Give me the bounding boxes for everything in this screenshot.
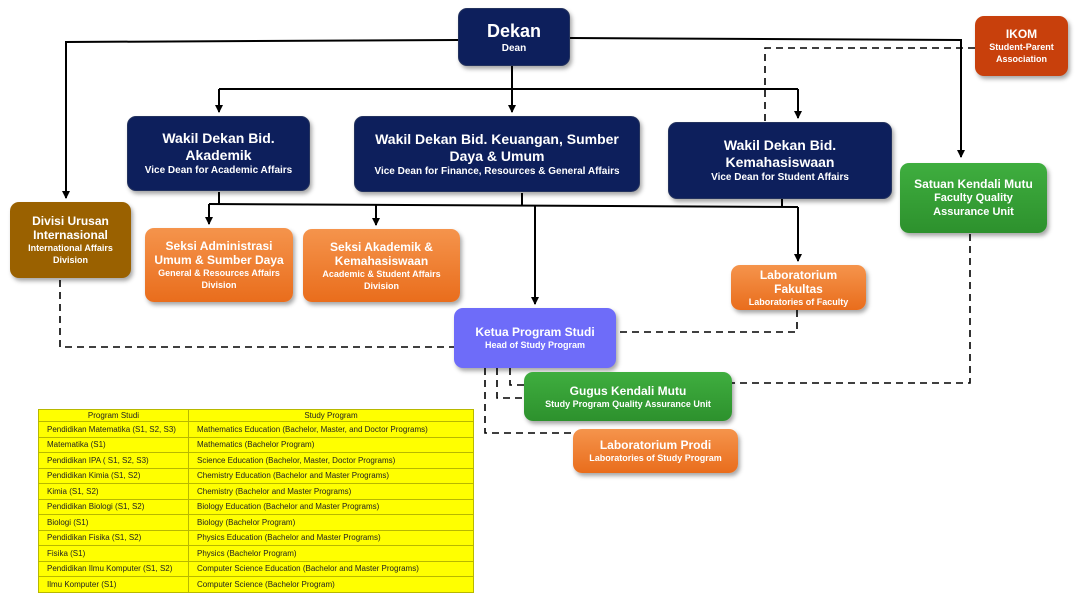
- admin-section-subtitle: General & Resources Affairs Division: [158, 268, 280, 290]
- table-row: Pendidikan Ilmu Komputer (S1, S2)Compute…: [38, 560, 474, 577]
- vice-dean-academic-subtitle: Vice Dean for Academic Affairs: [144, 165, 293, 176]
- table-cell: Pendidikan Matematika (S1, S2, S3): [38, 421, 189, 438]
- table-cell: Pendidikan Fisika (S1, S2): [38, 529, 189, 546]
- table-cell: Biology Education (Bachelor and Master P…: [188, 498, 474, 515]
- table-cell: Physics Education (Bachelor and Master P…: [188, 529, 474, 546]
- vice-dean-student-subtitle: Vice Dean for Student Affairs: [711, 172, 849, 183]
- quality-unit-box: Satuan Kendali Mutu Faculty Quality Assu…: [900, 163, 1047, 233]
- table-cell: Mathematics Education (Bachelor, Master,…: [188, 421, 474, 438]
- ikom-title: IKOM: [1005, 27, 1038, 41]
- quality-unit-title: Satuan Kendali Mutu: [914, 177, 1033, 191]
- dash-lab-head: [616, 310, 798, 333]
- admin-section-box: Seksi Administrasi Umum & Sumber Daya Ge…: [145, 228, 293, 302]
- table-cell: Computer Science Education (Bachelor and…: [188, 560, 474, 577]
- quality-unit-subtitle: Faculty Quality Assurance Unit: [933, 192, 1014, 218]
- table-row: Fisika (S1)Physics (Bachelor Program): [38, 545, 474, 562]
- table-row: Pendidikan Biologi (S1, S2)Biology Educa…: [38, 498, 474, 515]
- program-lab-title: Laboratorium Prodi: [599, 438, 712, 452]
- intl-division-box: Divisi Urusan Internasional Internationa…: [10, 202, 131, 278]
- table-row: Pendidikan IPA ( S1, S2, S3)Science Educ…: [38, 452, 474, 469]
- table-header-study-program: Study Program: [188, 409, 474, 422]
- line-sections-bus: [208, 203, 799, 208]
- intl-division-subtitle: International Affairs Division: [28, 243, 113, 265]
- table-cell: Pendidikan Ilmu Komputer (S1, S2): [38, 560, 189, 577]
- dash-ikom-student: [764, 47, 975, 122]
- program-quality-title: Gugus Kendali Mutu: [569, 383, 687, 398]
- table-cell: Biologi (S1): [38, 514, 189, 531]
- table-cell: Pendidikan Kimia (S1, S2): [38, 467, 189, 484]
- table-row: Biologi (S1)Biology (Bachelor Program): [38, 514, 474, 531]
- program-lab-box: Laboratorium Prodi Laboratories of Study…: [573, 429, 738, 473]
- vice-dean-finance-title: Wakil Dekan Bid. Keuangan, Sumber Daya &…: [375, 130, 619, 164]
- vice-dean-academic-box: Wakil Dekan Bid. Akademik Vice Dean for …: [127, 116, 310, 191]
- dean-subtitle: Dean: [501, 42, 527, 54]
- table-cell: Fisika (S1): [38, 545, 189, 562]
- ikom-box: IKOM Student-Parent Association: [975, 16, 1068, 76]
- table-cell: Chemistry Education (Bachelor and Master…: [188, 467, 474, 484]
- intl-division-title: Divisi Urusan Internasional: [32, 214, 109, 242]
- admin-section-title: Seksi Administrasi Umum & Sumber Daya: [154, 239, 284, 267]
- program-quality-subtitle: Study Program Quality Assurance Unit: [545, 398, 711, 409]
- academic-section-box: Seksi Akademik & Kemahasiswaan Academic …: [303, 229, 460, 302]
- dash-head-gugus-2: [509, 368, 524, 386]
- study-program-table: Program Studi Study Program Pendidikan M…: [38, 409, 474, 593]
- dash-intl-head: [59, 280, 454, 348]
- table-cell: Mathematics (Bachelor Program): [188, 436, 474, 453]
- faculty-lab-box: Laboratorium Fakultas Laboratories of Fa…: [731, 265, 866, 310]
- dash-quality-program: [732, 234, 971, 384]
- table-cell: Biology (Bachelor Program): [188, 514, 474, 531]
- vice-dean-finance-subtitle: Vice Dean for Finance, Resources & Gener…: [374, 165, 620, 177]
- ikom-subtitle: Student-Parent Association: [989, 42, 1054, 64]
- academic-section-subtitle: Academic & Student Affairs Division: [322, 268, 441, 291]
- dean-box: Dekan Dean: [458, 8, 570, 66]
- dash-head-lab: [484, 368, 573, 434]
- table-header-row: Program Studi Study Program: [38, 409, 474, 422]
- table-row: Pendidikan Matematika (S1, S2, S3)Mathem…: [38, 421, 474, 438]
- table-cell: Pendidikan Biologi (S1, S2): [38, 498, 189, 515]
- program-quality-box: Gugus Kendali Mutu Study Program Quality…: [524, 372, 732, 421]
- vice-dean-finance-box: Wakil Dekan Bid. Keuangan, Sumber Daya &…: [354, 116, 640, 192]
- table-row: Ilmu Komputer (S1)Computer Science (Bach…: [38, 576, 474, 593]
- head-program-box: Ketua Program Studi Head of Study Progra…: [454, 308, 616, 368]
- table-cell: Kimia (S1, S2): [38, 483, 189, 500]
- table-cell: Pendidikan IPA ( S1, S2, S3): [38, 452, 189, 469]
- dean-title: Dekan: [486, 20, 542, 41]
- table-cell: Science Education (Bachelor, Master, Doc…: [188, 452, 474, 469]
- table-cell: Ilmu Komputer (S1): [38, 576, 189, 593]
- head-program-subtitle: Head of Study Program: [484, 340, 585, 350]
- line-dean-intl: [62, 39, 459, 199]
- table-cell: Computer Science (Bachelor Program): [188, 576, 474, 593]
- table-header-program-studi: Program Studi: [38, 409, 189, 422]
- table-row: Pendidikan Kimia (S1, S2)Chemistry Educa…: [38, 467, 474, 484]
- vice-dean-student-title: Wakil Dekan Bid. Kemahasiswaan: [723, 137, 837, 170]
- table-cell: Physics (Bachelor Program): [188, 545, 474, 562]
- head-program-title: Ketua Program Studi: [475, 325, 595, 339]
- faculty-lab-title: Laboratorium Fakultas: [759, 267, 838, 296]
- vice-dean-student-box: Wakil Dekan Bid. Kemahasiswaan Vice Dean…: [668, 122, 892, 199]
- dash-head-gugus: [496, 368, 524, 399]
- table-cell: Matematika (S1): [38, 436, 189, 453]
- table-row: Matematika (S1)Mathematics (Bachelor Pro…: [38, 436, 474, 453]
- vice-dean-academic-title: Wakil Dekan Bid. Akademik: [162, 130, 275, 163]
- table-cell: Chemistry (Bachelor and Master Programs): [188, 483, 474, 500]
- table-row: Kimia (S1, S2)Chemistry (Bachelor and Ma…: [38, 483, 474, 500]
- table-row: Pendidikan Fisika (S1, S2)Physics Educat…: [38, 529, 474, 546]
- program-lab-subtitle: Laboratories of Study Program: [589, 453, 722, 463]
- faculty-lab-subtitle: Laboratories of Faculty: [748, 296, 849, 307]
- line-dean-quality: [569, 37, 965, 158]
- academic-section-title: Seksi Akademik & Kemahasiswaan: [330, 239, 433, 268]
